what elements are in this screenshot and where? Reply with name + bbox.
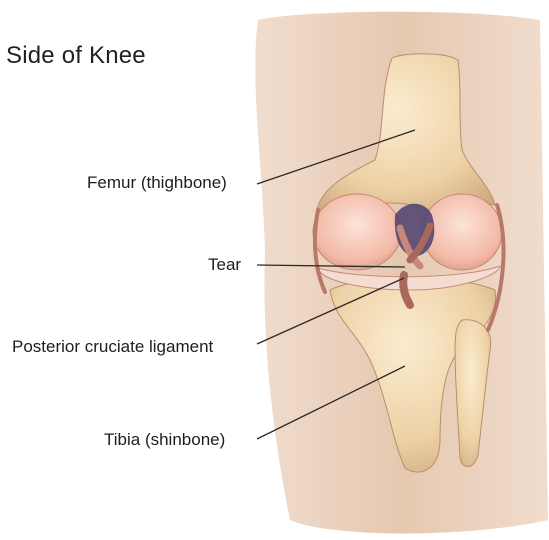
femur-label: Femur (thighbone) [87, 173, 227, 193]
tibia-label: Tibia (shinbone) [104, 430, 225, 450]
pcl-label: Posterior cruciate ligament [12, 337, 213, 357]
page-title: Side of Knee [6, 42, 146, 70]
tear-label: Tear [208, 255, 241, 275]
medial-condyle [313, 194, 401, 270]
